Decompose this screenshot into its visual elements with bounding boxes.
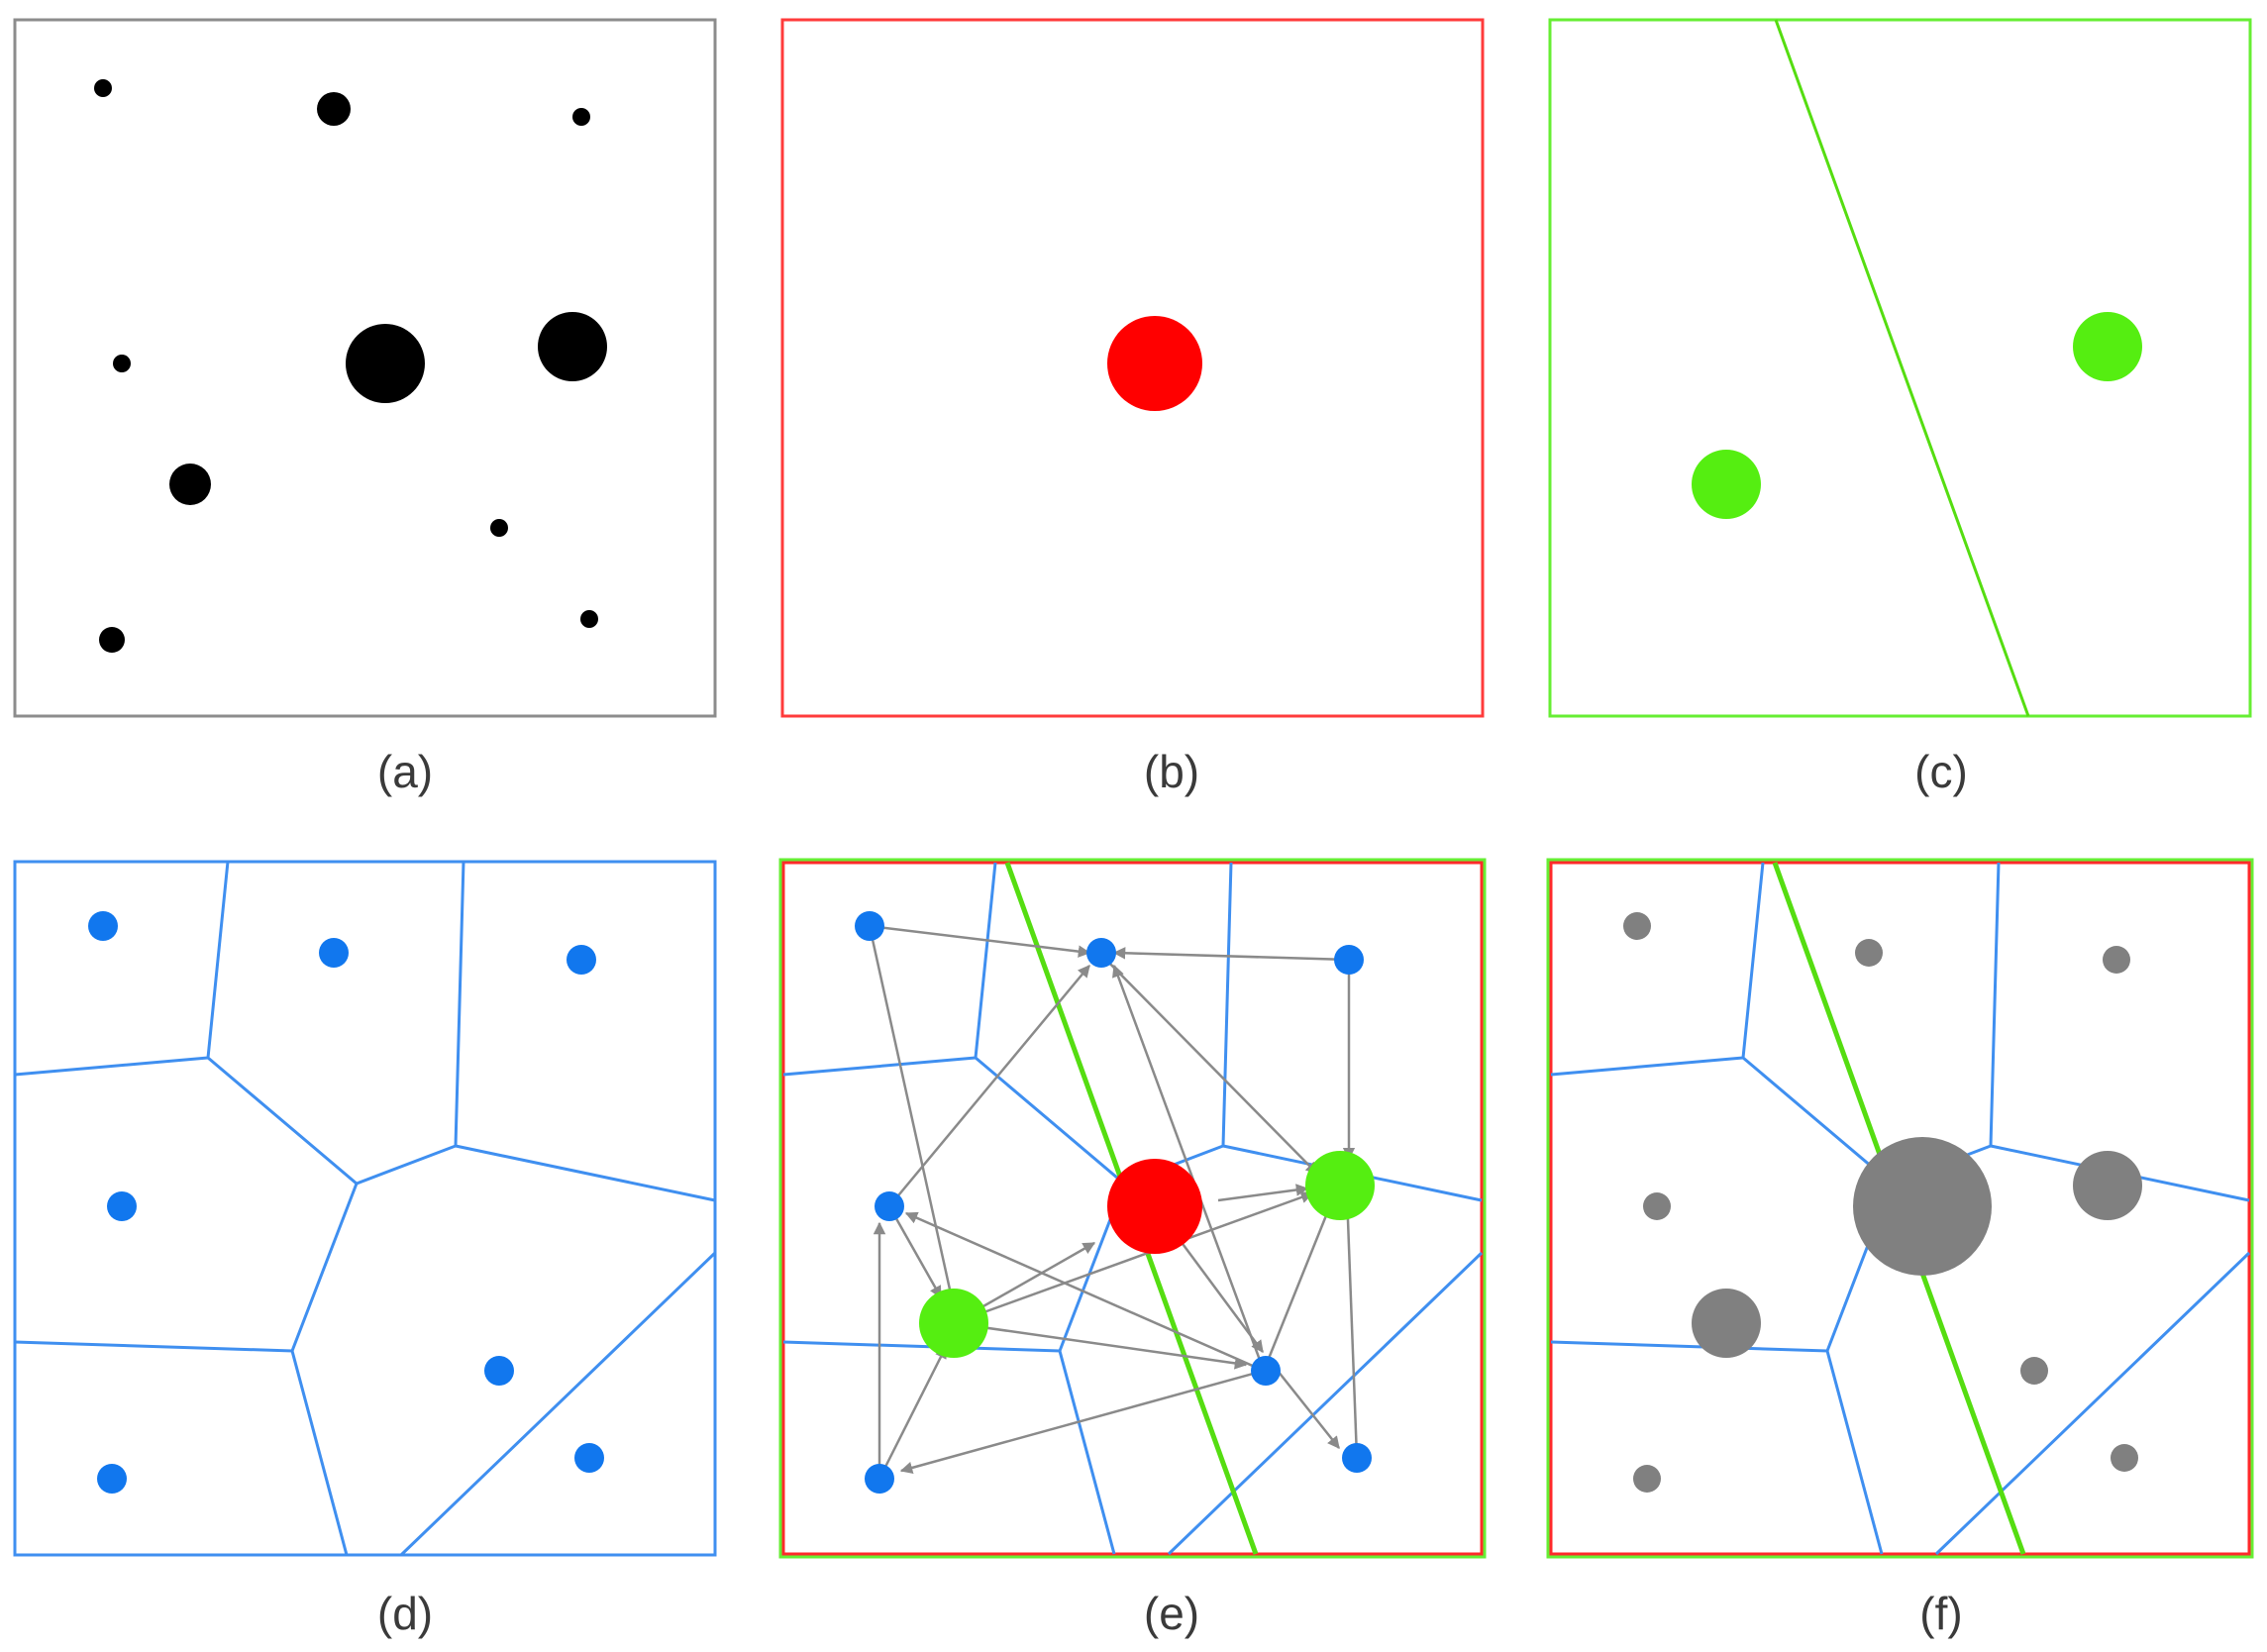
site-point [855, 911, 884, 941]
flow-arrow [1277, 1370, 1340, 1449]
cell-edge [1058, 1350, 1116, 1555]
point-set [94, 79, 607, 653]
cell-edge [455, 1144, 716, 1202]
voronoi-sites [88, 911, 604, 1494]
site-point [875, 1191, 904, 1221]
aggregate-point [2073, 1151, 2142, 1220]
caption-a: (a) [377, 746, 433, 797]
data-point [490, 519, 508, 537]
data-point [169, 464, 211, 505]
data-point [346, 324, 425, 403]
panel-e: (e) [778, 858, 1487, 1639]
data-point [538, 312, 607, 381]
aggregate-point [1623, 912, 1651, 940]
centroid-green [1692, 450, 1761, 519]
caption-d: (d) [377, 1588, 433, 1639]
panel-f: (f) [1546, 858, 2254, 1639]
caption-f: (f) [1919, 1588, 1962, 1639]
panel-e-frame-red [781, 861, 1484, 1556]
caption-c: (c) [1914, 746, 1968, 797]
aggregate-point [1643, 1192, 1671, 1220]
site-point [1086, 938, 1116, 968]
cell-edge [1825, 1350, 1884, 1555]
panel-a: (a) [13, 18, 717, 797]
flow-arrow [953, 1321, 1248, 1370]
centroid-red [1107, 316, 1202, 411]
flow-arrows [868, 924, 1359, 1480]
site-point [107, 1191, 137, 1221]
cell-edge [399, 1251, 717, 1557]
caption-b: (b) [1144, 746, 1199, 797]
data-point [99, 627, 125, 653]
flow-arrow [869, 924, 1091, 958]
data-point [317, 92, 351, 126]
site-point [97, 1464, 127, 1494]
aggregate-point [1855, 939, 1883, 967]
site-point [865, 1464, 894, 1494]
cell-edge [207, 861, 465, 1186]
panel-c-frame [1548, 18, 2252, 718]
flow-arrow [877, 1345, 948, 1480]
aggregate-point [1692, 1289, 1761, 1358]
partition-line [1774, 19, 2030, 717]
flow-arrow [887, 1205, 943, 1299]
aggregate-point [2020, 1357, 2048, 1385]
data-point [113, 355, 131, 372]
site-point [1334, 945, 1364, 975]
flow-arrow [904, 1211, 1265, 1373]
panel-f-frame-red [1549, 861, 2251, 1556]
centroid-green [1305, 1151, 1375, 1220]
centroid-green [2073, 312, 2142, 381]
aggregate-point [1633, 1465, 1661, 1493]
caption-e: (e) [1144, 1588, 1199, 1639]
aggregated-points [1623, 912, 2142, 1493]
panel-b: (b) [780, 18, 1485, 797]
panel-d: (d) [13, 860, 717, 1639]
cell-edge [290, 1350, 349, 1556]
data-point [580, 610, 598, 628]
site-point [319, 938, 349, 968]
flow-arrow [888, 965, 1090, 1207]
flow-arrow [953, 1190, 1314, 1325]
data-point [94, 79, 112, 97]
centroid-red [1107, 1159, 1202, 1254]
sites [855, 911, 1372, 1494]
site-point [484, 1356, 514, 1386]
site-point [1251, 1356, 1281, 1386]
flow-arrow [1098, 952, 1318, 1175]
flow-arrow [1112, 964, 1266, 1372]
flow-arrow [1262, 1187, 1339, 1372]
cell-edge [1167, 1251, 1484, 1556]
flow-arrow [899, 1369, 1265, 1475]
site-point [1342, 1443, 1372, 1473]
aggregate-point [2111, 1444, 2138, 1472]
flow-arrow [1341, 1191, 1359, 1459]
site-point [567, 945, 596, 975]
panel-c: (c) [1548, 18, 2252, 797]
voronoi-cells [14, 861, 717, 1557]
data-point [572, 108, 590, 126]
flow-arrow [1217, 1184, 1309, 1202]
aggregate-point [1853, 1137, 1992, 1276]
flow-arrow [1112, 947, 1350, 962]
site-point [574, 1443, 604, 1473]
centroid-green [919, 1289, 988, 1358]
aggregate-point [2103, 946, 2130, 974]
site-point [88, 911, 118, 941]
cell-edge [1934, 1251, 2251, 1556]
flow-arrow [868, 925, 958, 1309]
